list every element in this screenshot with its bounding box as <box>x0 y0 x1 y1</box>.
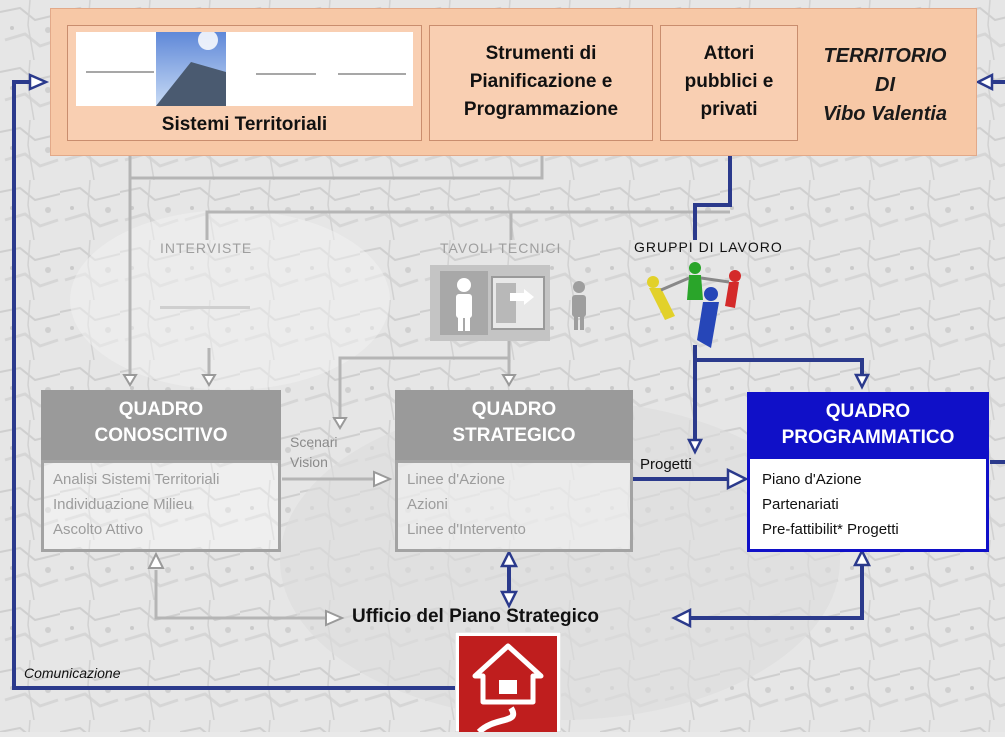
strumenti-line2: Pianificazione e <box>469 71 613 92</box>
sistemi-label: Sistemi Territoriali <box>161 114 328 135</box>
quadro-programmatico-title2: PROGRAMMATICO <box>781 427 955 448</box>
quadro-programmatico-header: QUADRO PROGRAMMATICO <box>747 392 989 458</box>
road-photo <box>86 30 406 106</box>
quadro-programmatico-title1: QUADRO <box>825 401 911 422</box>
scenari-line2: Vision <box>290 454 328 470</box>
interviste-image <box>160 306 250 309</box>
quadro-conoscitivo-title2: CONOSCITIVO <box>94 425 228 446</box>
quadro-strategico-title1: QUADRO <box>471 399 557 420</box>
tavoli-tecnici-label: TAVOLI TECNICI <box>440 240 562 256</box>
interviste-label: INTERVISTE <box>160 240 253 256</box>
list-item: Analisi Sistemi Territoriali <box>53 471 220 488</box>
progetti-label: Progetti <box>640 456 692 473</box>
quadro-strategico-body: Linee d'Azione Azioni Linee d'Intervento <box>395 460 633 552</box>
quadro-programmatico-body: Piano d'Azione Partenariati Pre-fattibil… <box>747 456 989 552</box>
attori-line3: privati <box>700 99 758 120</box>
ufficio-piano-strategico-label: Ufficio del Piano Strategico <box>352 606 600 627</box>
strumenti-box: Strumenti di Pianificazione e Programmaz… <box>429 25 653 141</box>
attori-line2: pubblici e <box>684 71 774 92</box>
attori-line1: Attori <box>703 43 755 64</box>
quadro-conoscitivo-body: Analisi Sistemi Territoriali Individuazi… <box>41 460 281 552</box>
quadro-conoscitivo-header: QUADRO CONOSCITIVO <box>41 390 281 460</box>
territorio-label: TERRITORIO DI Vibo Valentia <box>800 42 970 129</box>
grey-connectors <box>128 143 730 620</box>
quadro-conoscitivo-title1: QUADRO <box>118 399 204 420</box>
blue-arrowheads <box>28 72 994 629</box>
gruppi-di-lavoro-label: GRUPPI DI LAVORO <box>634 239 783 255</box>
ufficio-house-logo <box>454 631 562 735</box>
territorio-line3: Vibo Valentia <box>822 103 948 125</box>
blue-connectors <box>12 80 1005 690</box>
list-item: Linee d'Azione <box>407 471 505 488</box>
list-item: Ascolto Attivo <box>53 521 144 538</box>
list-item: Piano d'Azione <box>762 471 862 488</box>
scenari-vision-label: Scenari Vision <box>290 432 337 472</box>
territorio-line1: TERRITORIO <box>823 45 947 67</box>
attori-box: Attori pubblici e privati <box>660 25 798 141</box>
list-item: Azioni <box>407 496 448 513</box>
quadro-strategico-header: QUADRO STRATEGICO <box>395 390 633 460</box>
strumenti-line3: Programmazione <box>463 99 619 120</box>
quadro-strategico-title2: STRATEGICO <box>452 425 576 446</box>
list-item: Partenariati <box>762 496 839 513</box>
sistemi-territoriali-box: Sistemi Territoriali <box>67 25 422 141</box>
grey-arrowheads <box>122 374 517 627</box>
strumenti-line1: Strumenti di <box>485 43 597 64</box>
tavoli-tecnici-icon <box>430 263 590 343</box>
scenari-line1: Scenari <box>290 434 338 450</box>
gruppi-people-icon <box>645 260 745 350</box>
list-item: Linee d'Intervento <box>407 521 526 538</box>
sistemi-photo-strip <box>76 30 413 106</box>
list-item: Pre-fattibilit* Progetti <box>762 521 899 538</box>
territorio-line2: DI <box>875 74 895 96</box>
list-item: Individuazione Milieu <box>53 496 193 513</box>
comunicazione-label: Comunicazione <box>24 665 121 681</box>
